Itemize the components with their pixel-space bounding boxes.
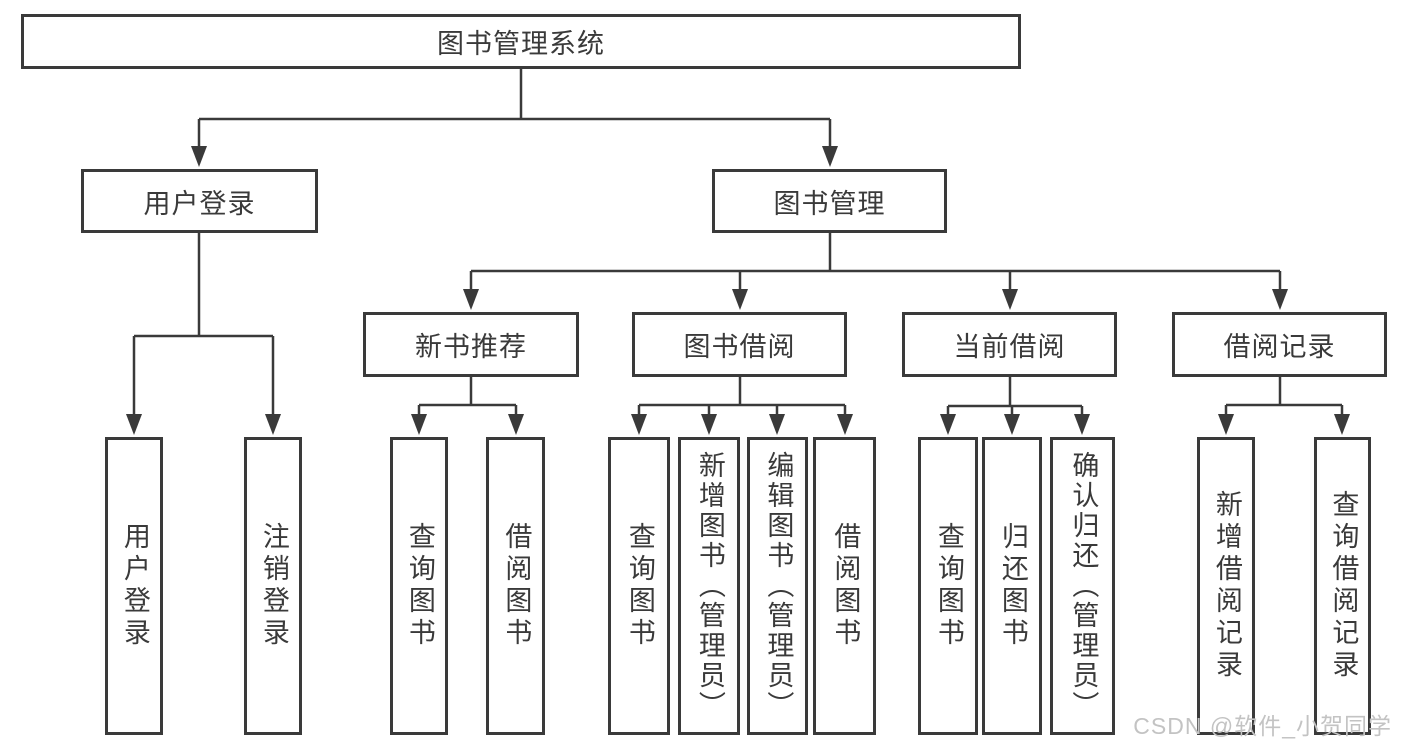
leaf-query-book-borrow: 查询图书 [608,437,670,735]
node-label: 确认归还（管理员） [1068,451,1099,721]
node-label: 图书借阅 [683,332,796,362]
node-label: 用户登录 [119,522,150,650]
connector-borrowrecord-to-leaves [1224,377,1344,418]
leaf-logout: 注销登录 [244,437,302,735]
leaf-borrow-book-recommend: 借阅图书 [486,437,545,735]
node-book-borrow: 图书借阅 [632,312,847,377]
connector-newbook-to-leaves [417,377,518,418]
node-label: 归还图书 [997,522,1028,650]
connector-root-to-level2 [197,68,832,150]
leaf-query-borrow-record: 查询借阅记录 [1314,437,1371,735]
connector-bookmgmt-to-level3 [469,233,1282,292]
connector-currentborrow-to-leaves [946,377,1084,418]
node-label: 借阅图书 [501,522,532,650]
node-label: 查询图书 [624,522,655,650]
node-label: 查询图书 [404,522,435,650]
node-label: 借阅图书 [830,522,861,650]
leaf-return-book: 归还图书 [982,437,1042,735]
csdn-watermark: CSDN @软件_小贺同学 [1133,713,1392,739]
arrowheads [126,146,1350,435]
node-user-login: 用户登录 [81,169,318,233]
node-label: 新增借阅记录 [1211,490,1242,682]
node-label: 图书管理 [773,188,886,219]
leaf-add-borrow-record: 新增借阅记录 [1197,437,1255,735]
leaf-query-current-borrow: 查询图书 [918,437,978,735]
leaf-add-book-admin: 新增图书（管理员） [678,437,740,735]
node-label: 查询借阅记录 [1328,490,1359,682]
node-label: 编辑图书（管理员） [763,451,794,721]
node-current-borrow: 当前借阅 [902,312,1117,377]
leaf-user-login: 用户登录 [105,437,163,735]
node-book-management: 图书管理 [712,169,947,233]
node-label: 用户登录 [143,188,256,219]
leaf-edit-book-admin: 编辑图书（管理员） [747,437,808,735]
connector-userlogin-to-leaves [132,233,275,418]
node-label: 图书管理系统 [437,29,605,59]
node-label: 查询图书 [933,522,964,650]
leaf-query-book-recommend: 查询图书 [390,437,448,735]
node-label: 注销登录 [258,522,289,650]
leaf-borrow-book: 借阅图书 [813,437,876,735]
node-new-book-recommend: 新书推荐 [363,312,579,377]
node-label: 新增图书（管理员） [694,451,725,721]
node-label: 借阅记录 [1223,332,1336,362]
connector-bookborrow-to-leaves [637,377,847,418]
node-borrow-records: 借阅记录 [1172,312,1387,377]
node-label: 新书推荐 [415,332,527,362]
node-label: 当前借阅 [953,332,1066,362]
leaf-confirm-return-admin: 确认归还（管理员） [1050,437,1115,735]
node-library-management-system: 图书管理系统 [21,14,1021,69]
